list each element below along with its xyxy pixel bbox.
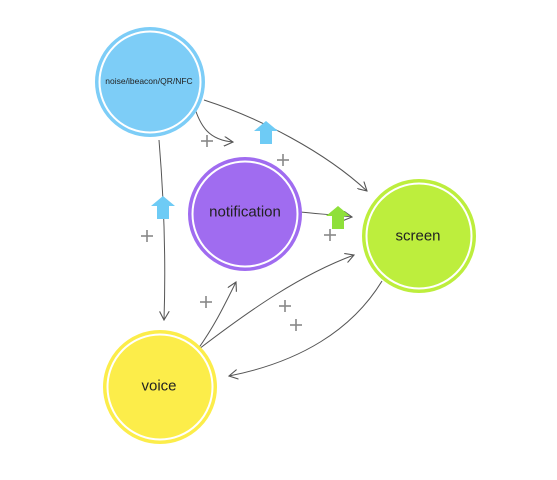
node-voice: voice xyxy=(103,330,217,444)
plus-icon xyxy=(277,154,289,166)
plus-icon xyxy=(141,230,153,242)
node-screen-label: screen xyxy=(395,228,440,245)
plus-icon xyxy=(201,135,213,147)
edge-voice-to-screen xyxy=(198,255,354,350)
up-arrow-icon xyxy=(254,121,278,144)
up-arrow-icon xyxy=(326,206,350,229)
plus-icon xyxy=(279,300,291,312)
edge-screen-to-voice xyxy=(229,280,383,376)
node-sensors-label: noise/ibeacon/QR/NFC xyxy=(105,76,192,86)
edge-sensors-to-voice xyxy=(158,139,165,320)
node-sensors: noise/ibeacon/QR/NFC xyxy=(95,27,205,137)
plus-icon xyxy=(324,229,336,241)
edge-notification-to-screen xyxy=(299,212,352,217)
edge-voice-to-notification xyxy=(197,282,236,350)
up-arrow-icon xyxy=(151,196,175,219)
node-screen: screen xyxy=(362,179,476,293)
node-notification-label: notification xyxy=(209,204,281,221)
node-notification: notification xyxy=(188,157,302,271)
plus-icon xyxy=(200,296,212,308)
node-voice-label: voice xyxy=(141,378,176,395)
edge-sensors-to-screen xyxy=(203,99,367,191)
plus-icon xyxy=(290,319,302,331)
